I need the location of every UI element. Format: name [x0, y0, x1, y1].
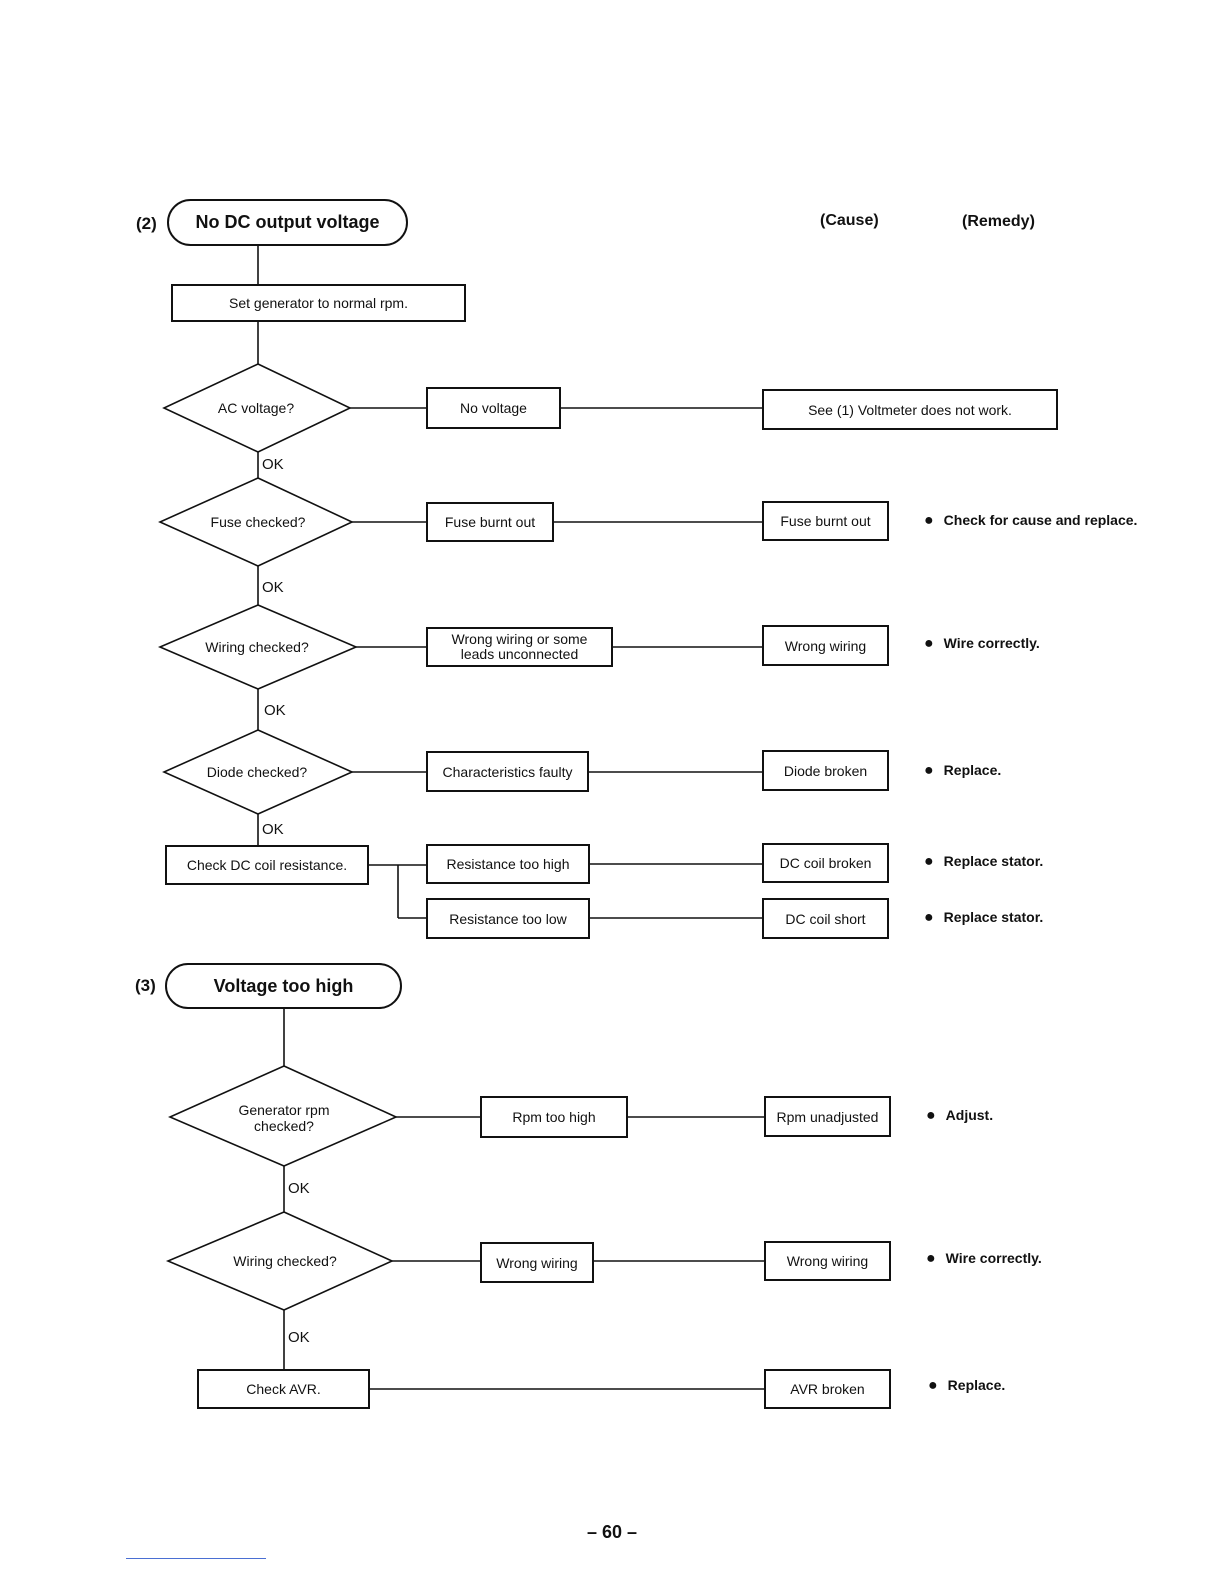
- footer-rule: [126, 1558, 266, 1559]
- cause-see-voltmeter: See (1) Voltmeter does not work.: [762, 389, 1058, 430]
- bullet-icon: ●: [924, 635, 934, 652]
- bullet-icon: ●: [924, 512, 934, 529]
- remedy-text: Replace stator.: [943, 909, 1044, 925]
- section-2-number: (2): [136, 214, 157, 233]
- cause-dc-coil-short: DC coil short: [762, 898, 889, 939]
- remedy-text: Replace.: [943, 762, 1002, 778]
- section-3-title: Voltage too high: [165, 963, 402, 1009]
- cause-avr-broken: AVR broken: [764, 1369, 891, 1409]
- finding-rpm-too-high: Rpm too high: [480, 1096, 628, 1138]
- finding-characteristics-faulty: Characteristics faulty: [426, 751, 589, 792]
- decision-diode-checked-label: Diode checked?: [206, 764, 308, 780]
- set-generator-step: Set generator to normal rpm.: [171, 284, 466, 322]
- bullet-icon: ●: [924, 762, 934, 779]
- remedy-text: Replace.: [947, 1377, 1006, 1393]
- bullet-icon: ●: [924, 909, 934, 926]
- cause-wrong-wiring-3: Wrong wiring: [764, 1241, 891, 1281]
- bullet-icon: ●: [928, 1377, 938, 1394]
- finding-resistance-too-low: Resistance too low: [426, 898, 590, 939]
- remedy-text: Wire correctly.: [943, 635, 1040, 651]
- ok-label: OK: [262, 456, 284, 473]
- finding-fuse-burnt-out: Fuse burnt out: [426, 502, 554, 542]
- bullet-icon: ●: [926, 1107, 936, 1124]
- remedy-item: ● Replace.: [924, 762, 1001, 780]
- finding-wrong-wiring-3: Wrong wiring: [480, 1242, 594, 1283]
- ok-label: OK: [288, 1180, 310, 1197]
- section-2-title: No DC output voltage: [167, 199, 408, 246]
- cause-rpm-unadjusted: Rpm unadjusted: [764, 1096, 891, 1137]
- remedy-item: ● Adjust.: [926, 1107, 993, 1125]
- diamond-fuse-checked: [158, 477, 354, 567]
- remedy-item: ● Replace stator.: [924, 909, 1043, 927]
- remedy-text: Adjust.: [945, 1107, 994, 1123]
- cause-diode-broken: Diode broken: [762, 750, 889, 791]
- bullet-icon: ●: [924, 853, 934, 870]
- cause-column-header: (Cause): [820, 212, 879, 229]
- ok-label: OK: [288, 1329, 310, 1346]
- finding-wrong-wiring-leads: Wrong wiring or some leads unconnected: [426, 627, 613, 667]
- remedy-text: Wire correctly.: [945, 1250, 1042, 1266]
- remedy-item: ● Replace.: [928, 1377, 1005, 1395]
- ok-label: OK: [262, 579, 284, 596]
- remedy-item: ● Replace stator.: [924, 853, 1043, 871]
- remedy-item: ● Wire correctly.: [924, 635, 1040, 653]
- diamond-generator-rpm-checked: [168, 1065, 398, 1167]
- remedy-item: ● Check for cause and replace.: [924, 512, 1137, 530]
- remedy-text: Check for cause and replace.: [943, 512, 1138, 528]
- check-dc-coil-step: Check DC coil resistance.: [165, 845, 369, 885]
- section-3-number: (3): [135, 976, 156, 995]
- decision-ac-voltage-label: AC voltage?: [217, 400, 295, 416]
- decision-wiring-checked-3-label: Wiring checked?: [233, 1253, 337, 1269]
- remedy-text: Replace stator.: [943, 853, 1044, 869]
- finding-no-voltage: No voltage: [426, 387, 561, 429]
- diamond-wiring-checked: [157, 604, 359, 690]
- finding-resistance-too-high: Resistance too high: [426, 844, 590, 884]
- page-number: – 60 –: [586, 1522, 638, 1542]
- check-avr-step: Check AVR.: [197, 1369, 370, 1409]
- decision-fuse-checked-label: Fuse checked?: [210, 514, 306, 530]
- remedy-column-header: (Remedy): [962, 213, 1035, 230]
- bullet-icon: ●: [926, 1250, 936, 1267]
- ok-label: OK: [264, 702, 286, 719]
- cause-fuse-burnt-out: Fuse burnt out: [762, 501, 889, 541]
- remedy-item: ● Wire correctly.: [926, 1250, 1042, 1268]
- decision-generator-rpm-label: Generator rpm checked?: [238, 1102, 330, 1134]
- diamond-wiring-checked-3: [165, 1211, 394, 1311]
- diamond-ac-voltage: [162, 363, 352, 453]
- cause-wrong-wiring: Wrong wiring: [762, 625, 889, 666]
- diamond-diode-checked: [162, 729, 354, 815]
- cause-dc-coil-broken: DC coil broken: [762, 843, 889, 883]
- ok-label: OK: [262, 821, 284, 838]
- decision-wiring-checked-label: Wiring checked?: [205, 639, 309, 655]
